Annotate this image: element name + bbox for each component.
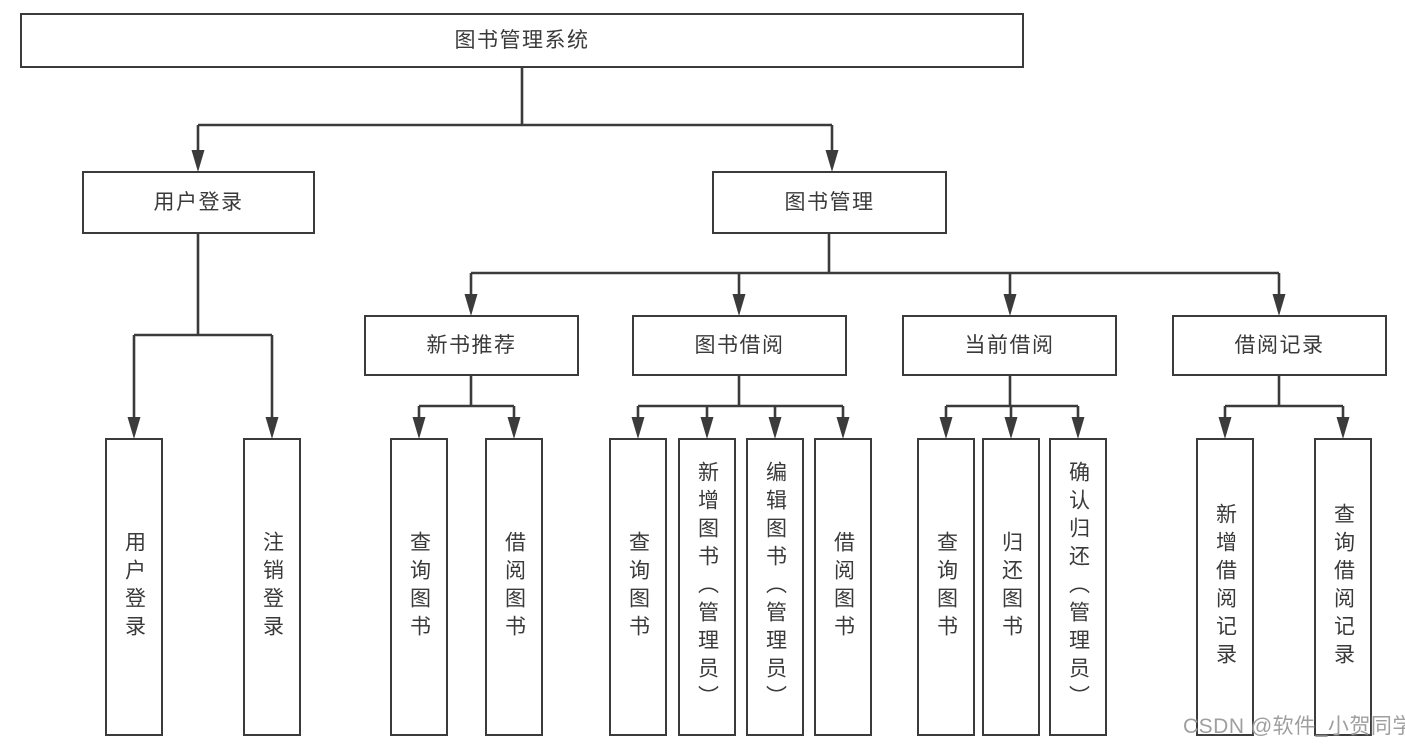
node-user-login-label: 用户登录 [153,191,244,214]
node-borrow-records: 借阅记录 [1172,315,1387,376]
connector-current-borrow-to-leaves [939,376,1085,439]
leaf-logout-label: 注销登录 [260,531,284,643]
connector-user-login-to-leaves [127,234,279,439]
node-new-book-rec-label: 新书推荐 [426,334,517,357]
leaf-bb-query-books: 查询图书 [609,438,667,736]
leaf-cb-return-books-label: 归还图书 [999,531,1023,643]
leaf-cb-query-books: 查询图书 [917,438,975,736]
leaf-cb-query-books-label: 查询图书 [934,531,958,643]
connector-book-borrow-to-leaves [631,376,850,439]
leaf-bb-edit-books: 编辑图书（管理员） [746,438,804,736]
connector-root-to-level2 [191,68,839,172]
connector-new-book-rec-to-leaves [412,376,521,439]
leaf-br-add-record: 新增借阅记录 [1196,438,1254,736]
node-root-label: 图书管理系统 [454,29,590,52]
leaf-br-query-record: 查询借阅记录 [1314,438,1372,736]
leaf-cb-confirm-return-label: 确认归还（管理员） [1066,461,1090,713]
csdn-watermark: CSDN @软件_小贺同学 [1183,715,1405,738]
leaf-nbr-borrow-books: 借阅图书 [485,438,543,736]
node-new-book-rec: 新书推荐 [364,315,579,376]
node-root: 图书管理系统 [20,13,1024,68]
leaf-logout: 注销登录 [243,438,301,736]
node-user-login: 用户登录 [82,171,315,234]
node-current-borrow: 当前借阅 [902,315,1117,376]
leaf-cb-confirm-return: 确认归还（管理员） [1049,438,1107,736]
leaf-cb-return-books: 归还图书 [982,438,1040,736]
leaf-bb-edit-books-label: 编辑图书（管理员） [763,461,787,713]
connector-borrow-records-to-leaves [1218,376,1350,439]
node-borrow-records-label: 借阅记录 [1234,334,1325,357]
node-current-borrow-label: 当前借阅 [964,334,1055,357]
leaf-bb-add-books-label: 新增图书（管理员） [695,461,719,713]
node-book-mgmt-label: 图书管理 [784,191,875,214]
leaf-user-login: 用户登录 [105,438,163,736]
leaf-user-login-label: 用户登录 [122,531,146,643]
node-book-borrow-label: 图书借阅 [694,334,785,357]
node-book-borrow: 图书借阅 [632,315,847,376]
leaf-nbr-query-books: 查询图书 [390,438,448,736]
leaf-bb-borrow-books-label: 借阅图书 [831,531,855,643]
leaf-nbr-borrow-books-label: 借阅图书 [502,531,526,643]
node-book-mgmt: 图书管理 [712,171,947,234]
connector-book-mgmt-to-level3 [464,234,1286,316]
leaf-bb-add-books: 新增图书（管理员） [678,438,736,736]
leaf-bb-borrow-books: 借阅图书 [814,438,872,736]
leaf-bb-query-books-label: 查询图书 [626,531,650,643]
leaf-br-query-record-label: 查询借阅记录 [1331,503,1355,671]
leaf-br-add-record-label: 新增借阅记录 [1213,503,1237,671]
leaf-nbr-query-books-label: 查询图书 [407,531,431,643]
